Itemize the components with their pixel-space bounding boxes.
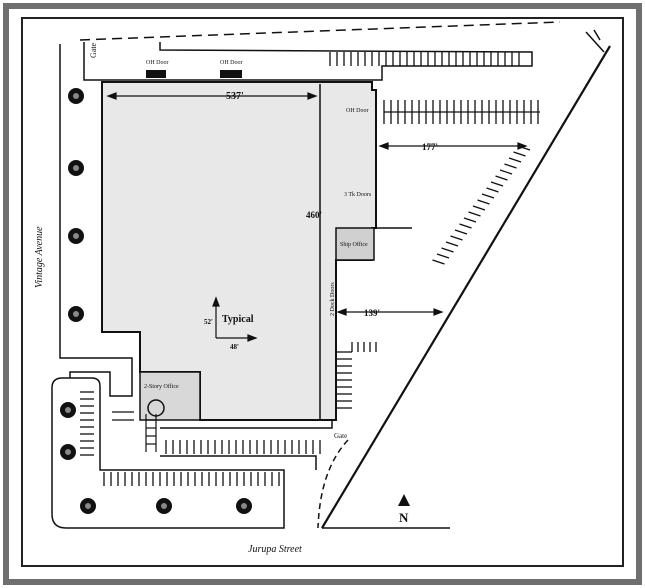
parking-row-diagonal bbox=[432, 145, 531, 265]
label-street-south: Jurupa Street bbox=[248, 544, 302, 555]
dim-label-177: 177' bbox=[422, 142, 438, 152]
dim-label-139: 139' bbox=[364, 308, 380, 318]
tree-icon-center bbox=[73, 165, 79, 171]
tree-icon-center bbox=[161, 503, 167, 509]
tree-icon-center bbox=[73, 311, 79, 317]
label-dock-top-right: OH Door bbox=[346, 108, 369, 114]
parking-row-east-upper bbox=[383, 100, 540, 124]
curb-west bbox=[59, 44, 133, 397]
drive-south-outer bbox=[160, 455, 317, 470]
label-gate-east: Gate bbox=[334, 432, 347, 440]
drive-north bbox=[83, 42, 533, 81]
tree-icon-center bbox=[241, 503, 247, 509]
label-gate-north: Gate bbox=[89, 42, 98, 58]
dim-label-depth: 460' bbox=[306, 210, 322, 220]
north-arrow-icon bbox=[398, 494, 410, 506]
tree-icon-center bbox=[73, 93, 79, 99]
label-street-west: Vintage Avenue bbox=[34, 226, 45, 288]
dock-door-top-left bbox=[146, 70, 166, 78]
label-north: N bbox=[399, 510, 409, 525]
label-truck-doors: 3 Tk Doors bbox=[344, 192, 372, 198]
label-dock-top-mid: OH Door bbox=[220, 60, 243, 66]
label-dock-top-left: OH Door bbox=[146, 60, 169, 66]
tree-icon-center bbox=[85, 503, 91, 509]
dim-label-typical: Typical bbox=[222, 314, 254, 325]
parking-row-north bbox=[329, 52, 520, 66]
tree-icon-center bbox=[65, 407, 71, 413]
inner-border bbox=[21, 17, 624, 567]
label-two-story: 2-Story Office bbox=[144, 383, 179, 390]
building bbox=[101, 81, 377, 421]
curb-southwest bbox=[51, 377, 285, 529]
parking-row-southwest bbox=[80, 391, 280, 486]
label-ship-office: Ship Office bbox=[340, 241, 368, 248]
tree-icon-center bbox=[65, 449, 71, 455]
dimension-139 bbox=[336, 308, 444, 316]
drive-south bbox=[160, 420, 333, 429]
typical-bay-marker bbox=[212, 296, 258, 342]
two-story-office bbox=[139, 371, 201, 421]
tree-icon-center bbox=[73, 233, 79, 239]
parking-row-south bbox=[165, 440, 321, 454]
property-line-east bbox=[321, 45, 611, 529]
label-dock-side: 2 Dock Doors bbox=[330, 282, 336, 316]
dim-label-width-top: 537' bbox=[226, 91, 244, 102]
dim-label-typical-y: 52' bbox=[204, 318, 213, 326]
dim-label-typical-x: 48' bbox=[230, 343, 239, 351]
property-line-north bbox=[79, 21, 561, 41]
property-line-east-curb bbox=[585, 29, 605, 53]
ship-office bbox=[335, 227, 375, 261]
trees bbox=[60, 88, 252, 514]
dock-door-top-mid bbox=[220, 70, 242, 78]
entry-curb-southeast bbox=[317, 439, 349, 529]
parking-row-building-east bbox=[336, 342, 377, 409]
dimension-177 bbox=[378, 142, 528, 150]
steps-feature bbox=[112, 411, 157, 452]
dimension-width-top bbox=[106, 92, 318, 100]
